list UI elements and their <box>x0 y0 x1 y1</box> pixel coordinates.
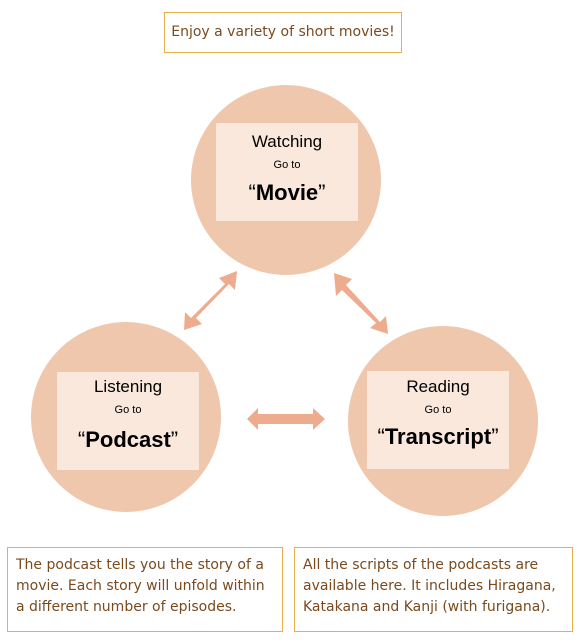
transcript-link[interactable]: “Transcript” <box>377 424 499 449</box>
listening-circle[interactable]: Listening Go to “Podcast” <box>31 322 221 512</box>
listening-panel[interactable]: Listening Go to “Podcast” <box>57 372 199 470</box>
podcast-description-note: The podcast tells you the story of a mov… <box>7 547 283 632</box>
movie-link[interactable]: “Movie” <box>248 180 326 205</box>
movie-link-label[interactable]: Movie <box>255 180 319 205</box>
podcast-description-text: The podcast tells you the story of a mov… <box>16 557 265 615</box>
podcast-link[interactable]: “Podcast” <box>77 427 179 452</box>
top-note: Enjoy a variety of short movies! <box>164 12 402 53</box>
transcript-description-note: All the scripts of the podcasts are avai… <box>294 547 573 632</box>
listening-goto-text: Go to <box>114 404 142 416</box>
arrow-watching-reading <box>334 273 388 334</box>
reading-goto-text: Go to <box>424 404 452 416</box>
top-note-text: Enjoy a variety of short movies! <box>171 24 395 40</box>
watching-goto-text: Go to <box>273 159 301 171</box>
transcript-link-label[interactable]: Transcript <box>384 424 492 449</box>
watching-circle[interactable]: Watching Go to “Movie” <box>191 85 381 275</box>
watching-label: Watching <box>251 132 323 151</box>
listening-label: Listening <box>93 377 163 396</box>
reading-panel[interactable]: Reading Go to “Transcript” <box>367 371 509 469</box>
arrow-listening-reading <box>247 408 325 430</box>
reading-circle[interactable]: Reading Go to “Transcript” <box>348 326 538 516</box>
podcast-link-label[interactable]: Podcast <box>85 427 171 452</box>
reading-label: Reading <box>406 377 470 396</box>
arrow-watching-listening <box>184 271 237 330</box>
transcript-description-text: All the scripts of the podcasts are avai… <box>303 557 556 615</box>
watching-panel[interactable]: Watching Go to “Movie” <box>216 123 358 221</box>
